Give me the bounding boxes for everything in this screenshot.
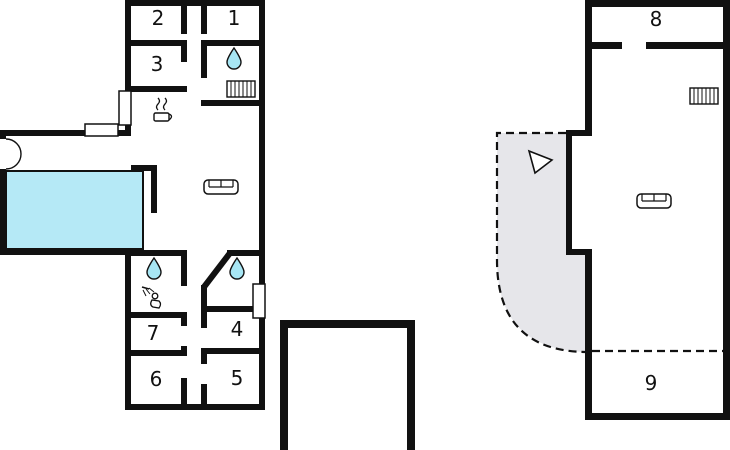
kettle-icon xyxy=(153,97,173,122)
terrace-boundary-dashed xyxy=(495,131,589,354)
chamfer-wall xyxy=(201,251,233,289)
swimming-pool xyxy=(5,170,144,250)
flag-icon xyxy=(527,149,554,175)
windows xyxy=(84,90,266,319)
water-drop-icon xyxy=(146,257,162,280)
garage-walls xyxy=(280,320,415,450)
sofa-icon xyxy=(636,193,672,209)
window xyxy=(118,90,132,126)
room-label-3: 3 xyxy=(150,52,164,76)
room-label-9: 9 xyxy=(644,371,658,395)
door-swing-icon xyxy=(0,138,22,170)
water-drop-icon xyxy=(229,257,245,280)
window xyxy=(84,123,119,137)
sofa-icon xyxy=(203,179,239,195)
room-label-2: 2 xyxy=(151,6,165,30)
room-label-8: 8 xyxy=(649,7,663,31)
right-building-walls xyxy=(566,0,730,420)
radiator-icon xyxy=(689,87,719,105)
room-label-4: 4 xyxy=(230,317,244,341)
room-label-6: 6 xyxy=(149,367,163,391)
room-label-7: 7 xyxy=(146,321,160,345)
window xyxy=(252,283,266,319)
shower-icon xyxy=(141,286,162,309)
room-label-1: 1 xyxy=(227,6,241,30)
radiator-icon xyxy=(226,80,256,98)
water-drop-icon xyxy=(226,47,242,70)
room-label-5: 5 xyxy=(230,366,244,390)
left-building-walls xyxy=(0,0,265,410)
